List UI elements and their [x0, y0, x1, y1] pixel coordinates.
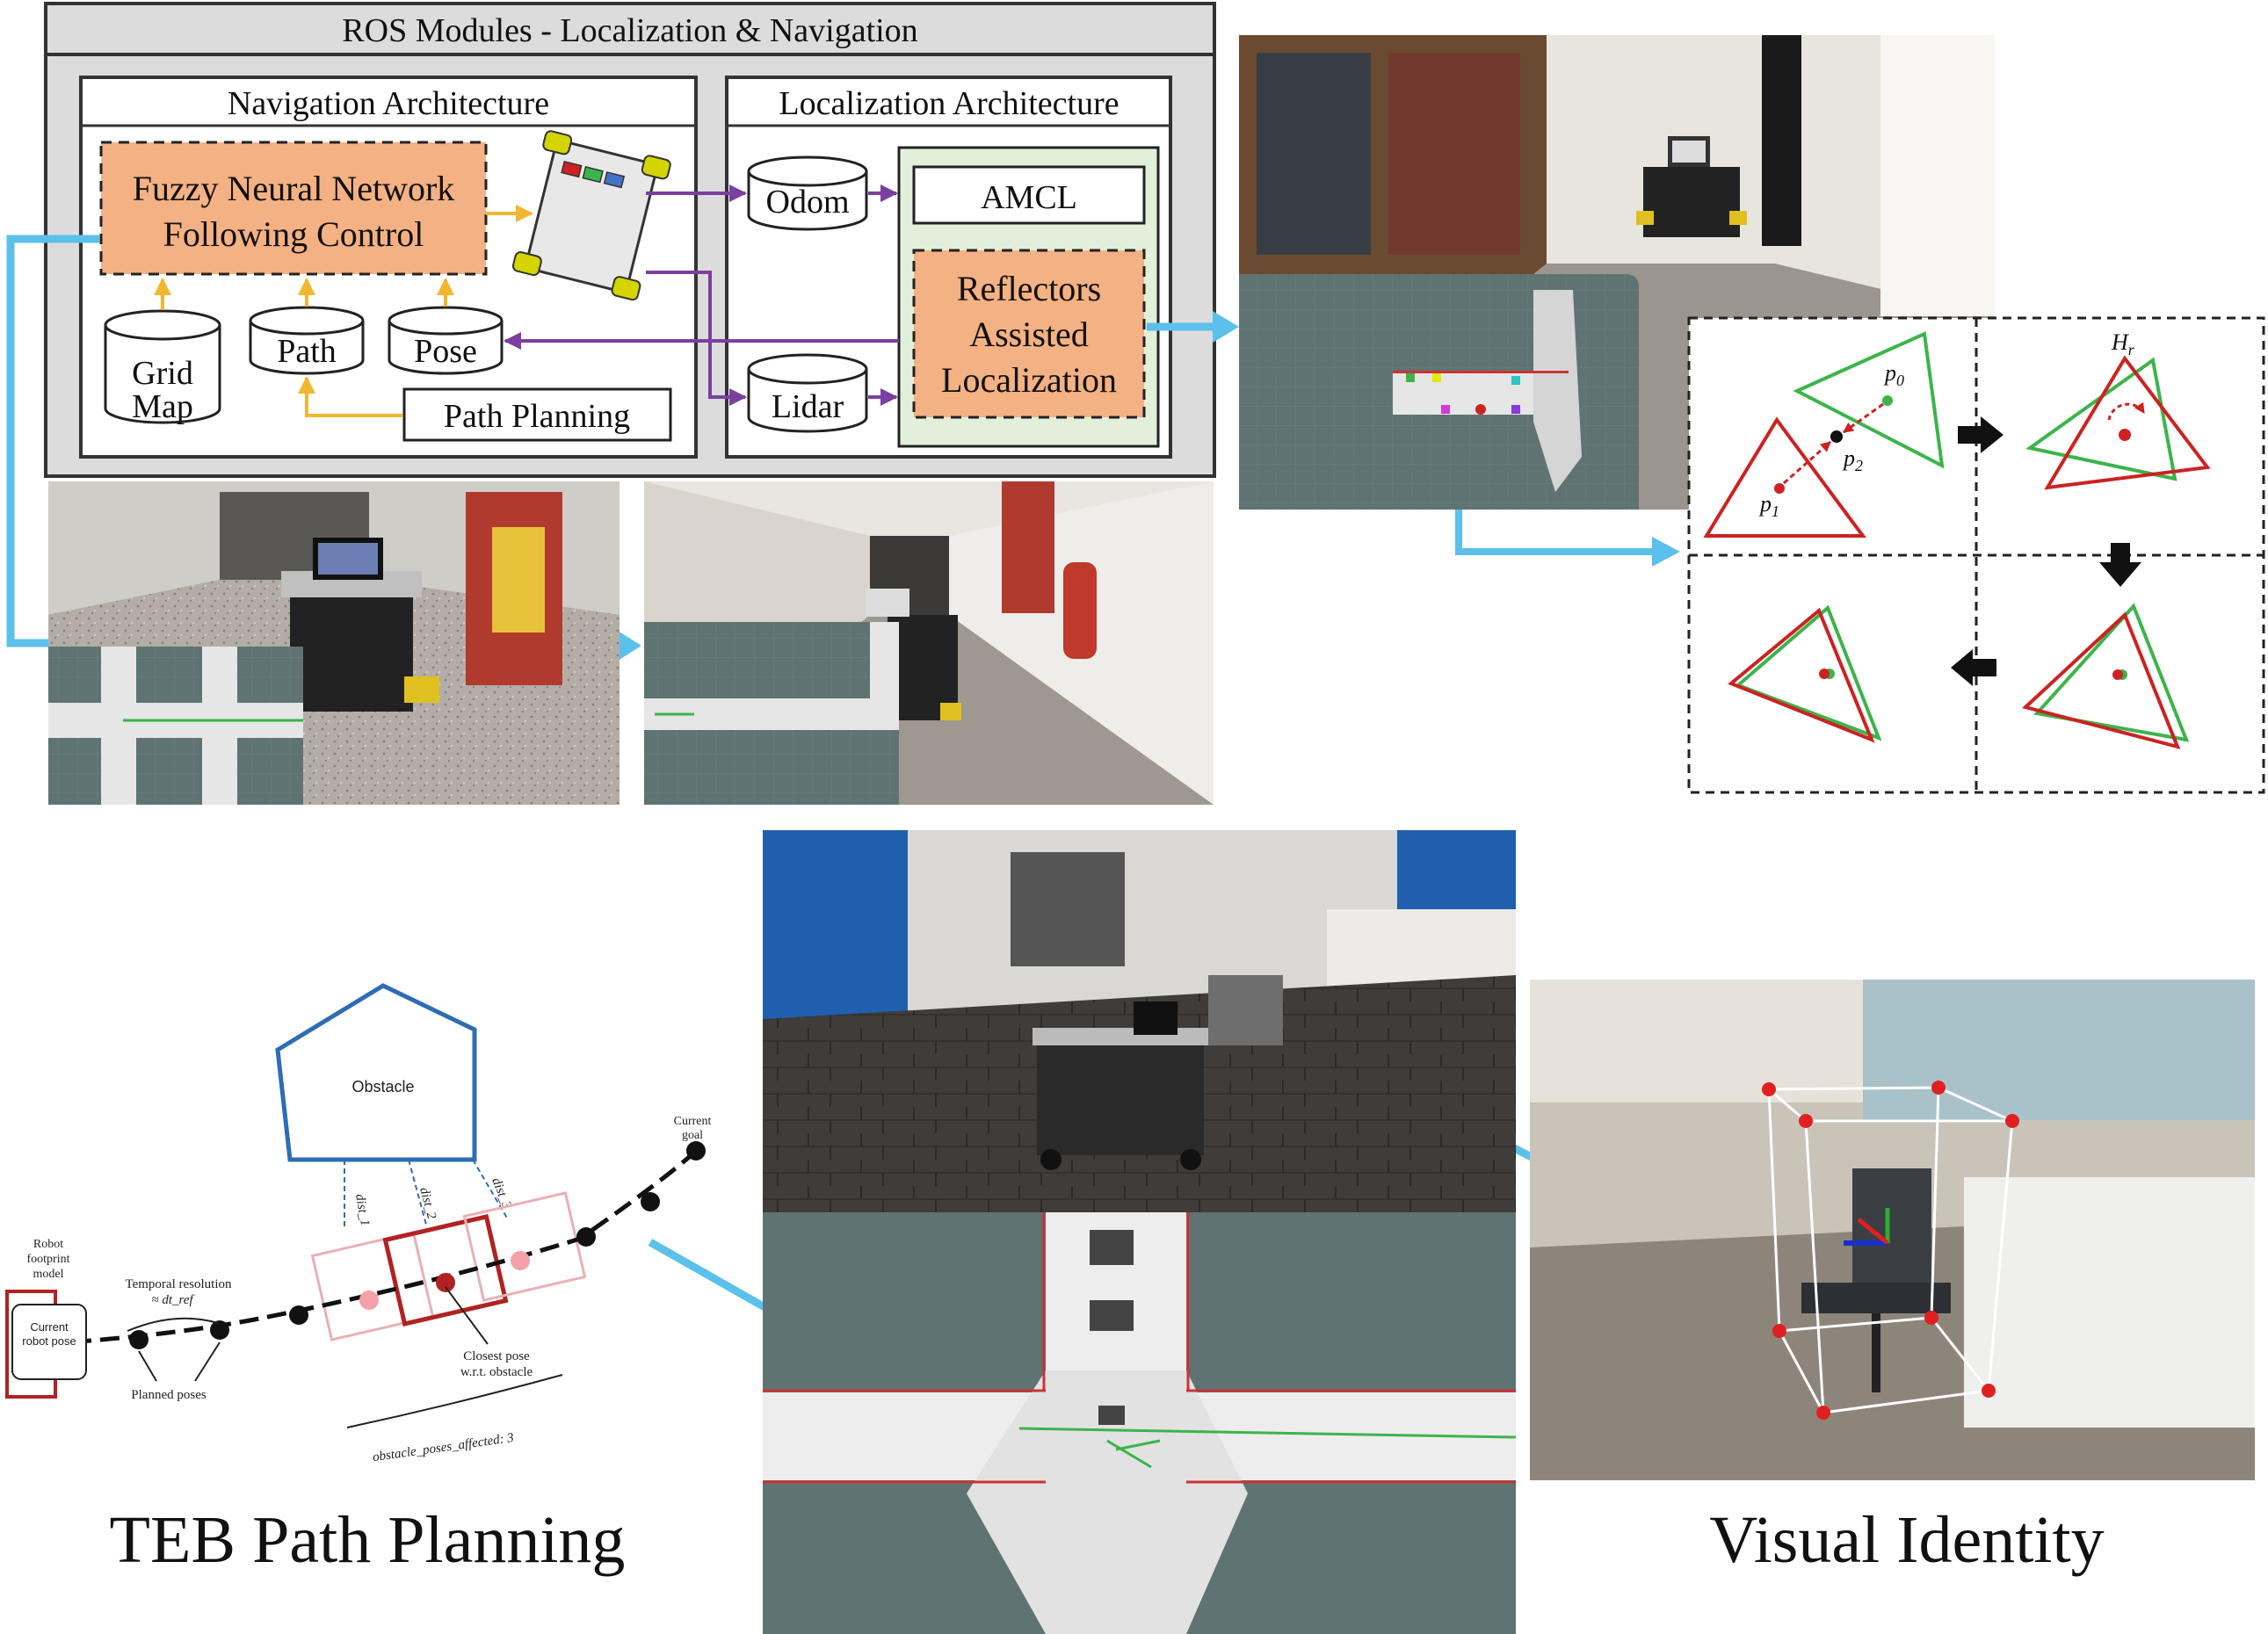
p2-subscript: 2	[1855, 457, 1863, 474]
reflectors-label-line2: Assisted	[969, 315, 1089, 354]
grid-map-label-line2: Map	[132, 388, 193, 425]
svg-text:p2: p2	[1842, 445, 1863, 474]
distance-lines	[344, 1159, 509, 1230]
ros-modules-panel: ROS Modules - Localization & Navigation …	[44, 2, 1216, 478]
library-corridor-photo	[1239, 35, 1995, 510]
alignment-step-4	[1728, 604, 1882, 743]
path-database: Path	[249, 306, 365, 375]
reflectors-label-line1: Reflectors	[957, 269, 1101, 308]
alignment-step-2: Hr	[2025, 329, 2211, 490]
teb-trajectory	[43, 1149, 698, 1347]
odom-label: Odom	[766, 184, 850, 221]
visual-identity-photo	[1530, 980, 2255, 1480]
robot-icon	[511, 130, 671, 301]
svg-text:Hr: Hr	[2111, 329, 2135, 358]
path-planning-label: Path Planning	[444, 398, 630, 435]
navigation-architecture-panel: Navigation Architecture Fuzzy Neural Net…	[79, 76, 698, 459]
robot-footprint-label-line3: model	[33, 1268, 64, 1281]
current-pose-label-line1: Current	[30, 1320, 69, 1334]
chair-photo	[1801, 1168, 1951, 1392]
triangle-alignment-panel: p0 p2 p1 Hr	[1687, 316, 2265, 794]
fnn-following-control-box: Fuzzy Neural Network Following Control	[99, 141, 488, 276]
teb-caption: TEB Path Planning	[110, 1503, 626, 1577]
svg-text:p0: p0	[1883, 360, 1904, 389]
fnn-label-line1: Fuzzy Neural Network	[133, 169, 455, 208]
pose-label: Pose	[414, 333, 477, 370]
grid-map-database: Grid Map	[104, 309, 221, 425]
planner-arrows	[154, 205, 533, 417]
p0-label: p	[1883, 360, 1896, 386]
obstacle-pentagon: Obstacle	[275, 983, 477, 1162]
amcl-label: AMCL	[981, 179, 1077, 216]
current-goal-label-line1: Current	[674, 1115, 712, 1128]
pose-database: Pose	[388, 306, 504, 375]
robot-photo-2	[866, 589, 961, 720]
temporal-resolution-label-line2: ≈ dt_ref	[151, 1293, 194, 1307]
pose-axes	[1844, 1208, 1890, 1246]
localization-core-group: AMCL Reflectors Assisted Localization	[897, 146, 1160, 448]
closest-pose-label-line1: Closest pose	[463, 1349, 530, 1363]
affected-pose-boxes	[310, 1191, 587, 1341]
robot-footprint: Current robot pose	[5, 1290, 87, 1399]
temporal-resolution-label-line1: Temporal resolution	[125, 1277, 232, 1291]
navigation-architecture-title: Navigation Architecture	[228, 85, 549, 122]
p2-label: p	[1842, 445, 1855, 471]
corridor-photo-1	[48, 481, 620, 805]
localization-architecture-panel: Localization Architecture Odom Lidar AMC…	[725, 76, 1172, 459]
p1-subscript: 1	[1772, 502, 1779, 520]
dist-1-label: dist_1	[352, 1193, 372, 1227]
robot-footprint-label-line1: Robot	[33, 1238, 63, 1251]
path-planning-box: Path Planning	[402, 387, 672, 442]
obstacle-label: Obstacle	[351, 1078, 414, 1095]
robot-footprint-label-line2: footprint	[27, 1253, 70, 1266]
hall-robot-photo	[763, 830, 1516, 1212]
map-overlay-3	[1239, 274, 1639, 510]
teb-path-planning-diagram: Obstacle dist_1 dist_2 dist_3	[5, 983, 712, 1464]
hr-label: H	[2111, 329, 2129, 355]
alignment-step-1: p0 p2 p1	[1703, 331, 1945, 538]
teb-annotation-lines	[127, 1286, 563, 1428]
ros-modules-title: ROS Modules - Localization & Navigation	[342, 12, 917, 49]
corridor-photo-2	[644, 481, 1214, 805]
fnn-label-line2: Following Control	[163, 214, 424, 254]
alignment-step-3	[2021, 603, 2190, 749]
step-arrows	[1951, 416, 2141, 686]
visual-identity-caption: Visual Identity	[1709, 1503, 2104, 1577]
affected-poses-label: obstacle_poses_affected: 3	[372, 1431, 515, 1464]
lidar-label: Lidar	[772, 388, 844, 425]
hr-subscript: r	[2128, 341, 2135, 358]
p0-subscript: 0	[1896, 372, 1904, 389]
localization-architecture-title: Localization Architecture	[779, 85, 1119, 122]
data-flow-arrows	[504, 184, 899, 406]
lidar-database: Lidar	[747, 353, 868, 433]
map-overlay-2	[644, 622, 899, 805]
odom-database: Odom	[747, 155, 868, 231]
planned-poses-label: Planned poses	[131, 1388, 207, 1402]
arrow-right-icon	[1958, 416, 2004, 453]
closest-pose-label-line2: w.r.t. obstacle	[460, 1365, 533, 1379]
grid-map-label-line1: Grid	[132, 355, 193, 392]
robot-photo-3	[1636, 136, 1747, 237]
arrow-down-icon	[2099, 543, 2141, 587]
current-pose-label-line2: robot pose	[22, 1334, 76, 1348]
p1-label: p	[1758, 491, 1772, 517]
arrow-left-icon	[1951, 649, 1996, 686]
reflectors-label-line3: Localization	[941, 360, 1117, 400]
robot-photo-center	[1033, 975, 1283, 1170]
planned-poses	[129, 1141, 706, 1349]
bounding-box-corners	[1762, 1081, 2019, 1420]
current-goal-label-line2: goal	[682, 1129, 703, 1142]
svg-text:p1: p1	[1758, 491, 1779, 520]
map-overlay-1	[48, 647, 303, 805]
path-label: Path	[277, 333, 337, 370]
center-occupancy-map	[763, 1212, 1517, 1634]
